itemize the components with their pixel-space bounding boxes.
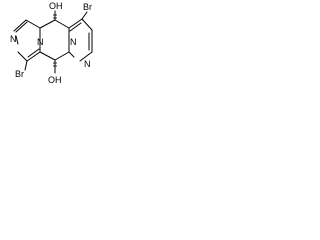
bond-left-ring-4b (27, 48, 40, 58)
bond-left-ring-4 (26, 51, 41, 62)
bond-right-ring-5 (68, 51, 75, 58)
atom-label-n-top-left: N (10, 34, 17, 44)
atom-label-oh-top: OH (49, 1, 63, 11)
atom-label-br-bottom-left: Br (15, 69, 24, 79)
bond-left-ring-1b (15, 21, 28, 33)
bond-center-1 (39, 19, 56, 29)
bond-br-bottom-left (24, 60, 28, 71)
atom-label-n-bottom-right: N (84, 59, 91, 69)
bond-right-ring-2 (81, 18, 93, 31)
bond-right-ring-1 (68, 18, 83, 29)
atom-label-n-middle-right: N (70, 37, 77, 47)
bond-right-ring-4 (79, 51, 93, 62)
stereo-hashes (53, 14, 57, 67)
atom-label-n-middle-left: N (37, 37, 44, 47)
bond-center-5 (39, 51, 56, 61)
atom-label-br-top-right: Br (83, 2, 92, 12)
chemical-structure-diagram: OH OH Br Br N N N N (0, 0, 114, 93)
atom-label-oh-bottom: OH (48, 75, 62, 85)
bond-center-2 (54, 19, 70, 29)
structure-svg: OH OH Br Br N N N N (10, 1, 93, 85)
bond-left-ring-6 (15, 35, 19, 45)
bond-lines (13, 10, 93, 74)
bond-left-ring-1 (13, 19, 27, 32)
bond-br-top-right (81, 11, 88, 20)
bond-center-4 (54, 51, 70, 61)
bond-right-ring-1b (69, 22, 82, 32)
bond-left-ring-2 (25, 19, 41, 29)
bond-left-ring-5 (17, 51, 28, 62)
